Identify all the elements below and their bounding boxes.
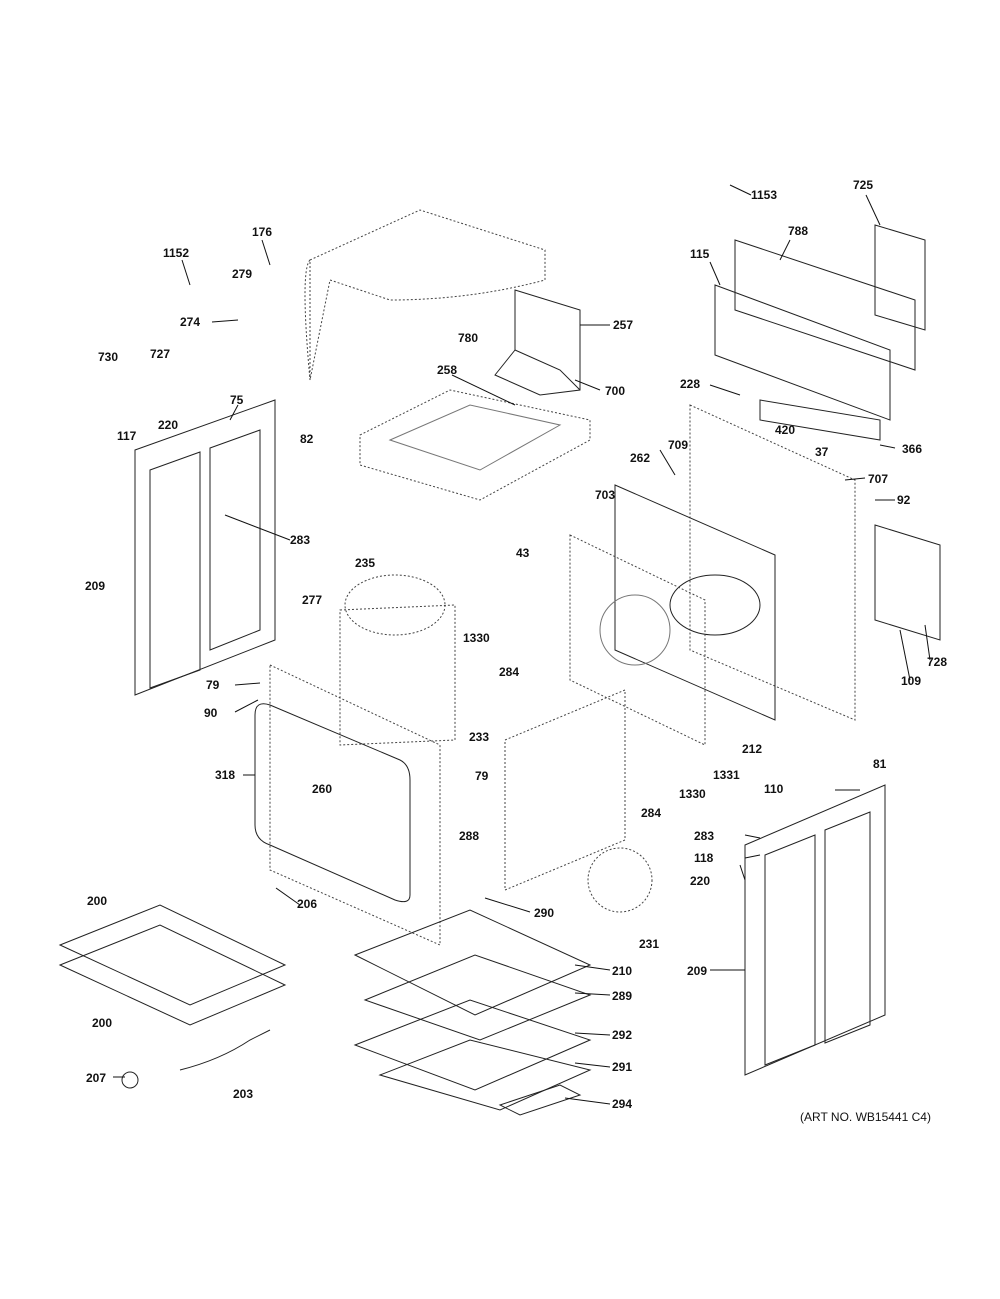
part-label-203: 203 [233, 1087, 254, 1101]
oven-right-side-shape [339, 604, 626, 891]
leader-lines [113, 184, 931, 1105]
part-label-703: 703 [595, 488, 616, 502]
part-label-257: 257 [613, 318, 634, 332]
part-label-283-left: 283 [290, 533, 311, 547]
part-label-284-lower: 284 [641, 806, 662, 820]
part-label-75: 75 [230, 393, 244, 407]
part-label-707: 707 [868, 472, 889, 486]
part-label-200-upper: 200 [87, 894, 108, 908]
part-label-209-left: 209 [85, 579, 106, 593]
part-label-291: 291 [612, 1060, 633, 1074]
oven-top-panel-shape [359, 389, 591, 501]
vent-duct-shape [494, 289, 581, 396]
part-label-730: 730 [98, 350, 119, 364]
part-label-277: 277 [302, 593, 323, 607]
part-label-279: 279 [232, 267, 253, 281]
part-label-290: 290 [534, 906, 555, 920]
part-label-233: 233 [469, 730, 490, 744]
part-label-92: 92 [897, 493, 911, 507]
part-label-274: 274 [180, 315, 201, 329]
part-label-115: 115 [690, 247, 710, 261]
side-cover-shape [874, 224, 926, 331]
convection-housing-shape [874, 524, 941, 641]
part-label-1152: 1152 [163, 246, 190, 260]
power-cord-shape [121, 1029, 271, 1089]
part-label-788: 788 [788, 224, 809, 238]
part-label-220-right: 220 [690, 874, 711, 888]
part-label-79-left: 79 [206, 678, 220, 692]
part-label-727: 727 [150, 347, 171, 361]
part-label-288: 288 [459, 829, 480, 843]
part-label-82: 82 [300, 432, 314, 446]
part-label-292: 292 [612, 1028, 633, 1042]
part-label-90: 90 [204, 706, 218, 720]
hinge-detail-shape [587, 847, 653, 913]
part-label-283-right: 283 [694, 829, 715, 843]
art-number: (ART NO. WB15441 C4) [800, 1110, 931, 1124]
part-label-262: 262 [630, 451, 651, 465]
part-label-231: 231 [639, 937, 660, 951]
part-label-294: 294 [612, 1097, 633, 1111]
left-side-panel-shape [134, 399, 276, 696]
part-label-1153: 1153 [751, 188, 778, 202]
back-frame-shape [689, 404, 856, 721]
oven-cavity-shape [254, 664, 441, 946]
part-label-220-left: 220 [158, 418, 179, 432]
part-label-117: 117 [117, 429, 137, 443]
part-label-81: 81 [873, 757, 887, 771]
top-cover-shape [304, 209, 546, 381]
part-label-780: 780 [458, 331, 479, 345]
right-side-panel-shape [744, 784, 886, 1076]
lamp-assembly-shape [344, 574, 446, 636]
part-label-206: 206 [297, 897, 318, 911]
part-label-420: 420 [775, 423, 796, 437]
part-label-709: 709 [668, 438, 689, 452]
part-label-79-right: 79 [475, 769, 489, 783]
part-label-207: 207 [86, 1071, 107, 1085]
part-label-725: 725 [853, 178, 874, 192]
part-label-366: 366 [902, 442, 923, 456]
part-label-228: 228 [680, 377, 701, 391]
part-label-37: 37 [815, 445, 829, 459]
part-label-1331: 1331 [713, 768, 740, 782]
oven-rear-wall-shape [569, 534, 706, 746]
part-label-258: 258 [437, 363, 458, 377]
part-label-43: 43 [516, 546, 530, 560]
part-label-260: 260 [312, 782, 333, 796]
part-label-235: 235 [355, 556, 376, 570]
part-label-209-right: 209 [687, 964, 708, 978]
part-label-289: 289 [612, 989, 633, 1003]
part-label-176: 176 [252, 225, 273, 239]
part-label-200-lower: 200 [92, 1016, 113, 1030]
part-label-1330-upper: 1330 [463, 631, 490, 645]
part-label-728: 728 [927, 655, 948, 669]
part-label-284-upper: 284 [499, 665, 520, 679]
part-label-700: 700 [605, 384, 626, 398]
part-label-110: 110 [764, 782, 784, 796]
rear-panel-shape [714, 239, 916, 441]
part-label-210: 210 [612, 964, 633, 978]
part-label-1330-lower: 1330 [679, 787, 706, 801]
bottom-assembly-shape [353, 909, 592, 1116]
insulation-shape [614, 484, 776, 721]
part-label-212: 212 [742, 742, 763, 756]
part-label-109: 109 [901, 674, 922, 688]
oven-racks-shape [58, 904, 287, 1026]
part-label-118: 118 [694, 851, 714, 865]
part-label-318: 318 [215, 768, 236, 782]
